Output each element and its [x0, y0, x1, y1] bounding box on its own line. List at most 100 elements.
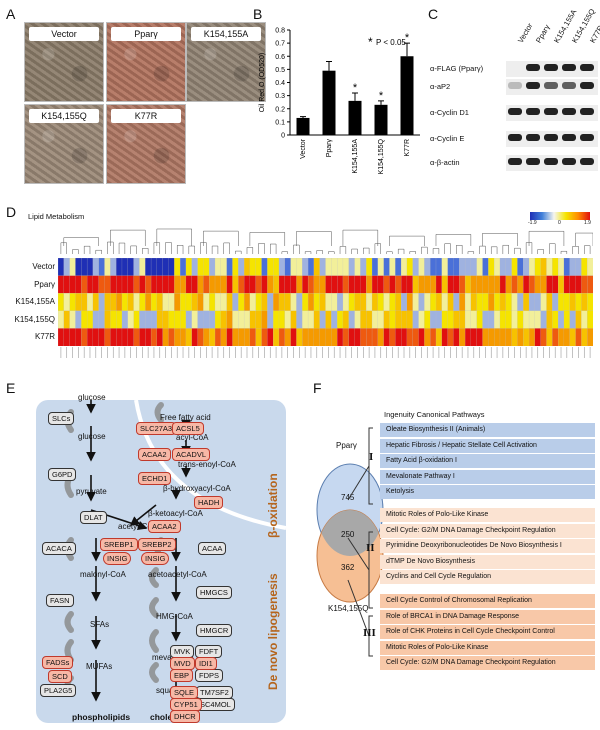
gene-idi1: IDI1 [195, 657, 217, 670]
gene-fadss: FADSs [42, 656, 74, 669]
heatmap-cell [587, 310, 593, 329]
metabolite-b-ketoacyl-coa: β-ketoacyl-CoA [148, 509, 203, 518]
heatmap-cell [209, 310, 216, 329]
heatmap-cell [354, 275, 361, 294]
heatmap-cell [278, 293, 286, 312]
heatmap-cell [110, 258, 117, 276]
heatmap-cell [81, 328, 88, 346]
heatmap-cell [145, 258, 152, 276]
heatmap-cell [145, 293, 152, 312]
blot-band [544, 134, 558, 141]
heatmap-cell [267, 258, 274, 276]
heatmap-cell [121, 293, 129, 312]
heatmap-cell [569, 328, 576, 346]
heatmap-cell [162, 310, 169, 329]
heatmap-cell [552, 310, 559, 329]
heatmap-cell [453, 258, 460, 276]
heatmap-cell [290, 275, 297, 294]
heatmap-cell [197, 258, 204, 276]
heatmap-cell [226, 293, 233, 312]
heatmap-cell [371, 310, 379, 329]
heatmap-cell [505, 293, 512, 312]
heatmap-cell [424, 310, 431, 329]
heatmap-cell [249, 328, 257, 346]
heatmap-cell [389, 275, 396, 294]
heatmap-cell [226, 310, 233, 329]
pathway-row: Hepatic Fibrosis / Hepatic Stellate Cell… [380, 438, 595, 453]
heatmap-cell [342, 258, 350, 276]
heatmap-cell [63, 310, 70, 329]
heatmap-cell [278, 258, 286, 276]
heatmap-cell [261, 275, 268, 294]
heatmap-cell [185, 310, 193, 329]
heatmap-cell [81, 258, 88, 276]
gene-srebp2: SREBP2 [138, 538, 176, 551]
venn-bottom-count: 362 [341, 563, 355, 572]
metabolite-pyruvate: pyruvate [76, 487, 107, 496]
heatmap-cell [238, 328, 245, 346]
heatmap-cell [511, 275, 518, 294]
heatmap-cell [69, 258, 76, 276]
heatmap-cell [174, 310, 181, 329]
heatmap-cell [278, 275, 286, 294]
heatmap-cell [162, 328, 169, 346]
heatmap-cell [69, 328, 76, 346]
heatmap-cell [290, 328, 297, 346]
heatmap-cell [459, 293, 466, 312]
gene-fasn: FASN [46, 594, 74, 607]
heatmap-cell [337, 328, 344, 346]
pathway-row: Cell Cycle: G2/M DNA Damage Checkpoint R… [380, 523, 595, 538]
heatmap-cell [430, 258, 437, 276]
heatmap-cell [569, 258, 576, 276]
heatmap-cell [441, 293, 448, 312]
heatmap-cell [284, 293, 291, 312]
gene-dhcr: DHCR [170, 710, 200, 723]
heatmap-cell [488, 310, 495, 329]
heatmap-cell [220, 258, 227, 276]
heatmap-cell [302, 258, 309, 276]
significance-star: * [379, 90, 384, 102]
gene-pla2g5: PLA2G5 [40, 684, 77, 697]
blot-band [580, 108, 594, 115]
y-tick-label: 0.4 [275, 80, 285, 87]
heatmap-cell [523, 258, 530, 276]
heatmap-cell [337, 293, 344, 312]
heatmap-cell [313, 258, 320, 276]
blot-band [562, 82, 576, 89]
heatmap-cell [377, 275, 384, 294]
heatmap-cell [133, 275, 140, 294]
blot-band [562, 158, 576, 165]
gene-acaca: ACACA [42, 542, 76, 555]
heatmap-cell [476, 258, 483, 276]
heatmap-grid [58, 258, 593, 346]
metabolite-free-fatty-acid: Free fatty acid [160, 413, 211, 422]
heatmap-cell [528, 258, 536, 276]
heatmap-cell [81, 275, 88, 294]
heatmap-cell [75, 293, 82, 312]
heatmap-cell [360, 310, 367, 329]
heatmap-cell [389, 328, 396, 346]
gene-acaa2-2: ACAA2 [148, 520, 181, 533]
heatmap-cell [447, 328, 454, 346]
group-i-label: I [369, 451, 374, 463]
heatmap-cell [488, 275, 495, 294]
heatmap-cell [313, 293, 320, 312]
blot-band [526, 108, 540, 115]
heatmap-cell [546, 293, 553, 312]
heatmap-cell [464, 310, 472, 329]
heatmap-cell [517, 328, 524, 346]
heatmap-cell [383, 310, 390, 329]
heatmap-cell [540, 328, 547, 346]
heatmap-cell [220, 293, 227, 312]
annotation-star: * [368, 35, 373, 49]
heatmap-cell [273, 258, 280, 276]
heatmap-cell [534, 328, 541, 346]
heatmap-cell [406, 275, 414, 294]
heatmap-cell [139, 258, 146, 276]
scale-mid: 0 [558, 220, 561, 226]
heatmap-cell [587, 293, 593, 312]
blot-antibody-label: α-Cyclin D1 [430, 108, 469, 117]
heatmap-cell [546, 275, 553, 294]
pathway-row: Ketolysis [380, 485, 595, 499]
